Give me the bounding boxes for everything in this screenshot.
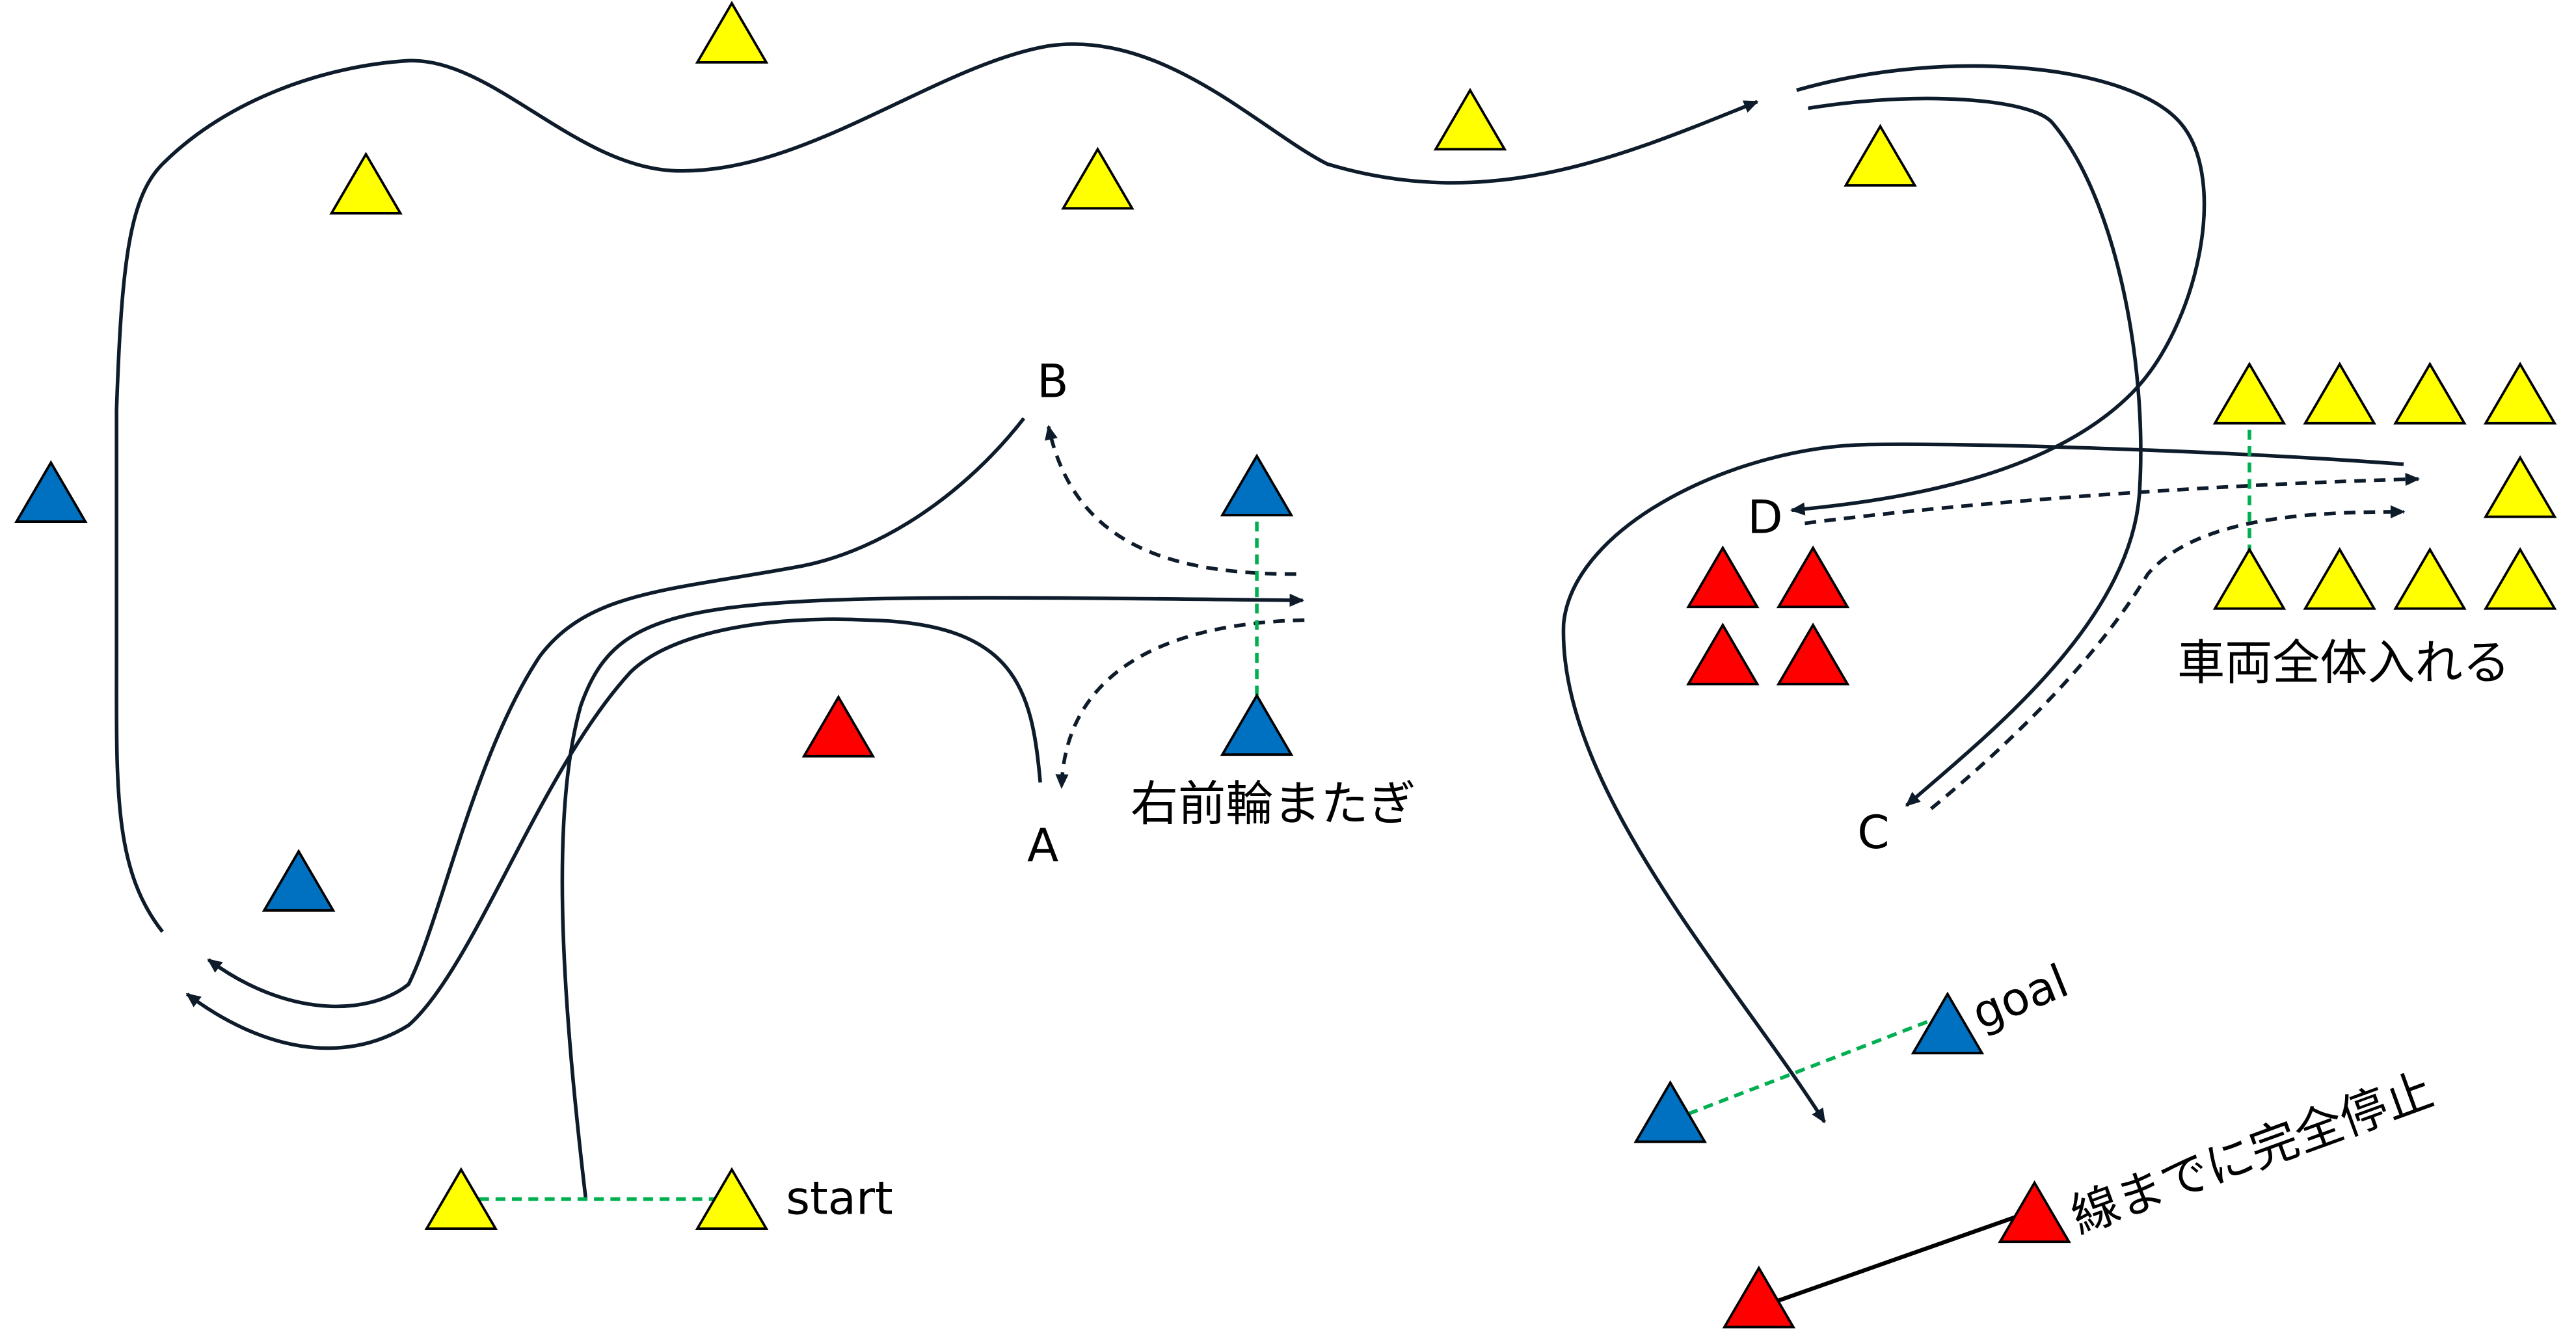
label-point-a: A (1027, 818, 1058, 872)
label-goal: goal (1965, 953, 2076, 1040)
reverse-path-to-b (1045, 425, 1296, 576)
blue-cone-icon (1633, 1080, 1707, 1143)
red-cone-icon (1776, 622, 1850, 686)
yellow-cone-icon (2303, 547, 2376, 610)
route-top-right-to-c (1808, 96, 2143, 807)
blue-cone-icon (1220, 693, 1294, 756)
route-from-b (207, 417, 1026, 1009)
yellow-cone-icon (424, 1167, 498, 1230)
red-cone-icon (1686, 545, 1760, 609)
yellow-cone-icon (1844, 124, 1917, 187)
stop-line (1763, 1213, 2020, 1308)
yellow-cone-icon (2483, 547, 2557, 610)
label-right-front-wheel: 右前輪またぎ (1131, 777, 1416, 832)
label-start: start (786, 1171, 892, 1225)
route-outer-loop (114, 42, 1759, 933)
reverse-path-from-d (1805, 472, 2421, 526)
yellow-cone-icon (2303, 362, 2376, 425)
route-top-right-to-d (1790, 64, 2207, 516)
reverse-path-to-a (1055, 618, 1305, 790)
route-from-start (560, 593, 1305, 1200)
red-cone-icon (1776, 545, 1850, 609)
yellow-cone-icon (695, 1167, 769, 1230)
red-cone-icon (1686, 622, 1760, 686)
route-from-a (185, 617, 1042, 1050)
cones (14, 1, 2557, 1329)
yellow-cone-icon (329, 152, 403, 215)
reverse-path-from-c (1929, 505, 2406, 810)
red-cone-icon (801, 695, 876, 758)
route-to-goal (1561, 442, 2404, 1124)
label-point-c: C (1857, 805, 1889, 859)
blue-cone-icon (1911, 991, 1985, 1055)
yellow-cone-icon (1433, 87, 1507, 151)
yellow-cone-icon (1061, 146, 1134, 210)
blue-cone-icon (1220, 453, 1294, 516)
yellow-cone-icon (695, 1, 769, 64)
yellow-cone-icon (2483, 362, 2557, 425)
guide-line-goal (1687, 1019, 1932, 1116)
blue-cone-icon (262, 849, 336, 912)
yellow-cone-icon (2212, 362, 2287, 425)
label-point-b: B (1037, 354, 1068, 408)
guide-lines (479, 429, 2251, 1201)
yellow-cone-icon (2483, 455, 2557, 518)
label-whole-vehicle-in: 車両全体入れる (2177, 635, 2510, 691)
blue-cone-icon (14, 460, 88, 523)
red-cone-icon (1998, 1180, 2071, 1244)
yellow-cone-icon (2393, 362, 2467, 425)
label-point-d: D (1747, 490, 1782, 544)
label-full-stop-by-line: 線までに完全停止 (2064, 1063, 2441, 1245)
yellow-cone-icon (2393, 547, 2467, 610)
yellow-cone-icon (2212, 547, 2287, 610)
red-cone-icon (1722, 1265, 1796, 1329)
